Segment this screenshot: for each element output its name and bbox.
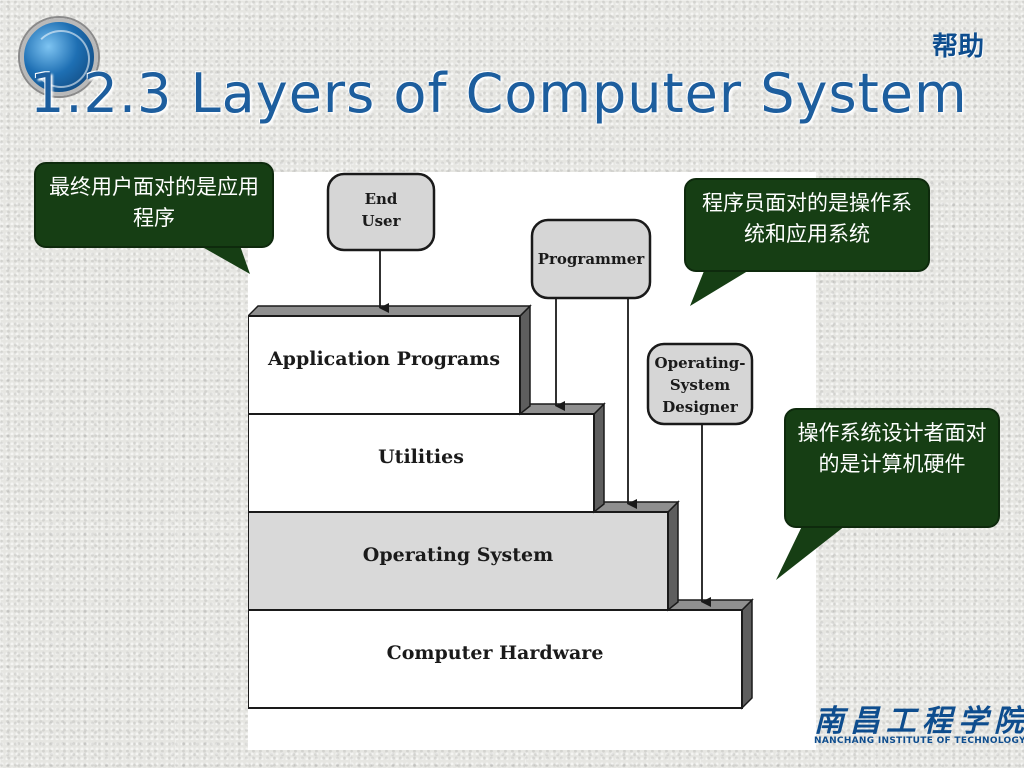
help-link[interactable]: 帮助 — [931, 32, 984, 62]
layers-diagram: Application Programs Utilities Operating… — [248, 172, 816, 750]
layer-label-operating-system: Operating System — [362, 544, 554, 566]
school-name-cn: 南昌工程学院 — [814, 704, 1024, 739]
school-logo: 南昌工程学院 NANCHANG INSTITUTE OF TECHNOLOGY — [812, 696, 1024, 752]
school-name-en: NANCHANG INSTITUTE OF TECHNOLOGY — [814, 736, 1024, 746]
layers-diagram-graphic — [248, 172, 754, 710]
callout-tail-programmer — [690, 266, 756, 306]
layer-label-computer-hardware: Computer Hardware — [386, 642, 604, 664]
university-emblem-icon — [20, 18, 98, 96]
os-designer-label: Operating- System Designer — [654, 354, 746, 416]
layer-utilities — [248, 402, 606, 514]
slide-title: 1.2.3 Layers of Computer System — [30, 62, 968, 125]
layer-label-application-programs: Application Programs — [267, 348, 501, 370]
callout-tail-os-designer — [776, 522, 850, 580]
end-user-box — [326, 172, 436, 252]
callout-end-user: 最终用户面对的是应用程序 — [34, 162, 274, 248]
layer-label-utilities: Utilities — [378, 446, 464, 468]
callout-os-designer: 操作系统设计者面对的是计算机硬件 — [784, 408, 1000, 528]
programmer-label: Programmer — [537, 250, 645, 268]
layer-application-programs — [248, 304, 532, 416]
programmer-box — [530, 218, 652, 300]
os-designer-box — [646, 342, 754, 426]
callout-tail-end-user — [190, 240, 250, 274]
callout-programmer: 程序员面对的是操作系统和应用系统 — [684, 178, 930, 272]
emblem-ring — [32, 30, 90, 88]
end-user-label: End User — [361, 190, 401, 230]
